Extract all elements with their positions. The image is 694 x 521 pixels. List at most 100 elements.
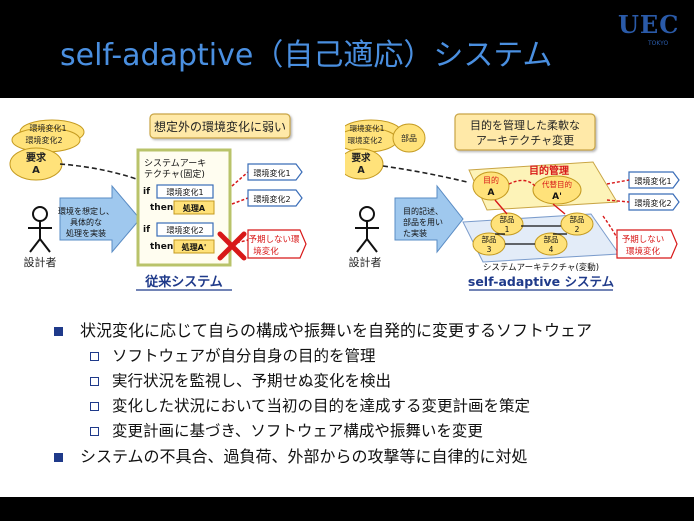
svg-text:テクチャ(固定): テクチャ(固定)	[144, 168, 205, 180]
svg-text:if: if	[143, 225, 150, 235]
designer-label: 設計者	[349, 255, 382, 269]
svg-text:A: A	[357, 165, 365, 176]
bullet-sub-3: 変化した状況において当初の目的を達成する変更計画を策定	[52, 394, 682, 419]
svg-text:部品: 部品	[544, 234, 559, 244]
fixed-architecture-box	[136, 148, 232, 267]
designer-label: 設計者	[24, 255, 57, 269]
uec-logo: UEC TOKYO	[618, 10, 680, 50]
requirement-cloud: 要求 A	[338, 148, 384, 180]
part-4-cloud: 部品 4	[534, 232, 568, 256]
footer-bar	[0, 497, 694, 521]
svg-text:部品: 部品	[401, 133, 417, 143]
svg-text:た実装: た実装	[403, 228, 427, 238]
designer-figure	[355, 206, 379, 253]
svg-text:環境変化1: 環境変化1	[29, 123, 66, 133]
bullet-list: 状況変化に応じて自らの構成や振舞いを自発的に変更するソフトウェア ソフトウェアが…	[52, 318, 682, 470]
svg-text:環境変化1: 環境変化1	[253, 168, 290, 178]
env-cloud-stack: 環境変化1 環境変化2	[336, 119, 402, 153]
svg-text:処理A: 処理A	[182, 203, 206, 213]
svg-text:then: then	[150, 242, 173, 252]
svg-text:部品: 部品	[500, 214, 515, 224]
goal-cloud: 目的 A	[472, 171, 510, 201]
svg-text:具体的な: 具体的な	[70, 217, 102, 227]
square-bullet-icon	[54, 327, 63, 336]
svg-text:要求: 要求	[26, 151, 47, 164]
designer-figure	[28, 206, 52, 253]
svg-text:環境変化2: 環境変化2	[166, 225, 203, 235]
logo-subtext: TOKYO	[648, 40, 669, 47]
svg-text:部品を用い: 部品を用い	[403, 217, 443, 227]
implementation-arrow	[59, 184, 141, 254]
svg-text:1: 1	[505, 225, 510, 234]
svg-text:処理を実装: 処理を実装	[66, 228, 106, 238]
architecture-label: システムアーキテクチャ(変動)	[483, 262, 599, 273]
svg-text:アーキテクチャ変更: アーキテクチャ変更	[476, 133, 574, 147]
svg-text:A: A	[32, 165, 40, 176]
out-env-tag-1: 環境変化1	[628, 171, 680, 189]
svg-text:A: A	[488, 188, 495, 198]
bullet-sub-1: ソフトウェアが自分自身の目的を管理	[52, 344, 682, 369]
svg-text:環境変化1: 環境変化1	[634, 176, 671, 186]
svg-text:目的記述、: 目的記述、	[403, 206, 443, 216]
diagram-conventional: 想定外の環境変化に弱い 環境変化1 環境変化2 要求 A 設計者 環境を想定し、…	[0, 106, 345, 300]
unexpected-tag: 予期しない環 境変化	[247, 229, 307, 259]
svg-text:4: 4	[549, 245, 554, 254]
svg-text:環境を想定し、: 環境を想定し、	[58, 206, 114, 216]
part-1-cloud: 部品 1	[490, 212, 524, 236]
svg-text:環境変化2: 環境変化2	[253, 194, 290, 204]
slide-title: self-adaptive（自己適応）システム	[60, 38, 553, 73]
callout-box	[149, 113, 291, 139]
title-bar	[0, 0, 694, 98]
svg-text:予期しない環: 予期しない環	[248, 235, 300, 245]
svg-text:予期しない: 予期しない	[622, 235, 665, 245]
svg-text:3: 3	[487, 245, 492, 254]
svg-text:要求: 要求	[351, 152, 371, 164]
square-bullet-icon	[54, 453, 63, 462]
svg-text:目的管理: 目的管理	[529, 164, 569, 177]
svg-text:環境変化1: 環境変化1	[350, 123, 385, 133]
svg-text:環境変化1: 環境変化1	[166, 187, 203, 197]
hollow-square-bullet-icon	[90, 427, 99, 436]
part-2-cloud: 部品 2	[560, 212, 594, 236]
logo-text: UEC	[618, 10, 680, 39]
hollow-square-bullet-icon	[90, 377, 99, 386]
hollow-square-bullet-icon	[90, 352, 99, 361]
out-env-tag-2: 環境変化2	[247, 189, 303, 207]
out-env-tag-1: 環境変化1	[247, 163, 303, 181]
bullet-main-2: システムの不具合、過負荷、外部からの攻撃等に自律的に対処	[52, 444, 682, 470]
unexpected-tag: 予期しない 環境変化	[616, 229, 678, 259]
callout-box	[454, 113, 596, 151]
svg-text:環境変化2: 環境変化2	[348, 135, 383, 145]
svg-text:代替目的: 代替目的	[542, 179, 572, 189]
hollow-square-bullet-icon	[90, 402, 99, 411]
svg-text:2: 2	[575, 225, 580, 234]
svg-text:部品: 部品	[482, 234, 497, 244]
parts-cloud: 部品	[392, 123, 426, 153]
diagram-self-adaptive: 目的を管理した柔軟な アーキテクチャ変更 環境変化1 環境変化2 部品 要求 A…	[336, 106, 694, 300]
caption-conventional: 従来システム	[144, 274, 223, 290]
svg-text:A': A'	[552, 192, 562, 202]
svg-text:環境変化2: 環境変化2	[634, 198, 671, 208]
svg-text:if: if	[143, 187, 150, 197]
bullet-sub-2: 実行状況を監視し、予期せぬ変化を検出	[52, 369, 682, 394]
svg-text:部品: 部品	[570, 214, 585, 224]
svg-text:環境変化: 環境変化	[626, 246, 661, 257]
part-3-cloud: 部品 3	[472, 232, 506, 256]
env-cloud-stack: 環境変化1 環境変化2	[11, 119, 85, 153]
out-env-tag-2: 環境変化2	[628, 193, 680, 211]
caption-self-adaptive: self-adaptive システム	[468, 274, 615, 289]
svg-text:目的: 目的	[483, 175, 499, 185]
svg-text:境変化: 境変化	[253, 246, 279, 257]
implementation-arrow	[394, 184, 464, 254]
svg-text:処理A': 処理A'	[181, 242, 207, 252]
svg-text:目的を管理した柔軟な: 目的を管理した柔軟な	[470, 118, 580, 132]
svg-text:システムアーキ: システムアーキ	[144, 158, 206, 169]
callout-text: 想定外の環境変化に弱い	[154, 119, 286, 134]
svg-text:then: then	[150, 203, 173, 213]
bullet-sub-4: 変更計画に基づき、ソフトウェア構成や振舞いを変更	[52, 419, 682, 444]
part-links	[495, 225, 567, 245]
bullet-main-1: 状況変化に応じて自らの構成や振舞いを自発的に変更するソフトウェア	[52, 318, 682, 344]
svg-text:環境変化2: 環境変化2	[25, 135, 62, 145]
requirement-cloud: 要求 A	[9, 147, 63, 181]
failure-x-icon	[217, 231, 247, 261]
